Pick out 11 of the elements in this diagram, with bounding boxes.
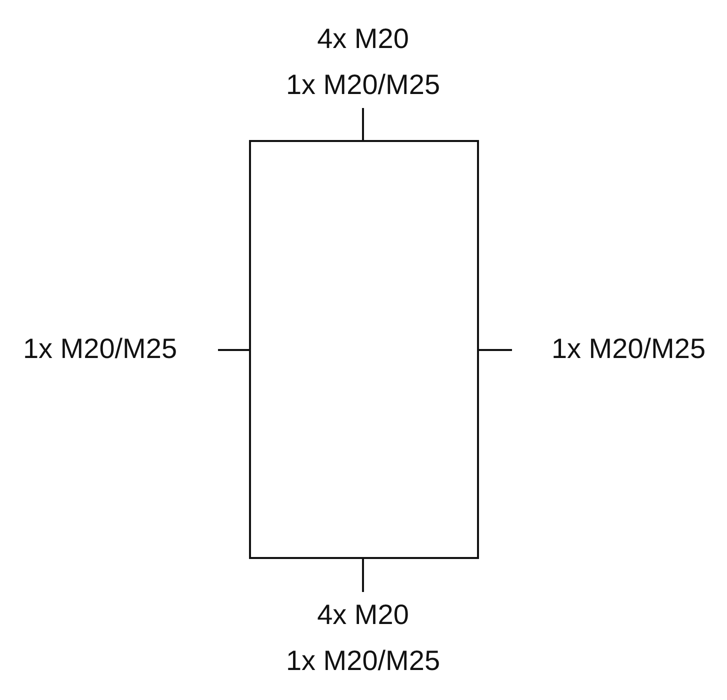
entry-leader-line xyxy=(362,559,364,592)
cable-entry-label: 1x M20/M25 xyxy=(284,68,442,102)
cable-entry-label: 4x M20 xyxy=(316,22,410,56)
entry-leader-line xyxy=(218,349,249,351)
cable-entry-label: 1x M20/M25 xyxy=(284,644,442,678)
cable-entry-label: 1x M20/M25 xyxy=(22,332,178,366)
cable-entry-label: 1x M20/M25 xyxy=(550,332,707,366)
entry-leader-line xyxy=(479,349,512,351)
enclosure-box xyxy=(249,140,479,559)
entry-leader-line xyxy=(362,108,364,140)
cable-entry-label: 4x M20 xyxy=(316,598,410,632)
